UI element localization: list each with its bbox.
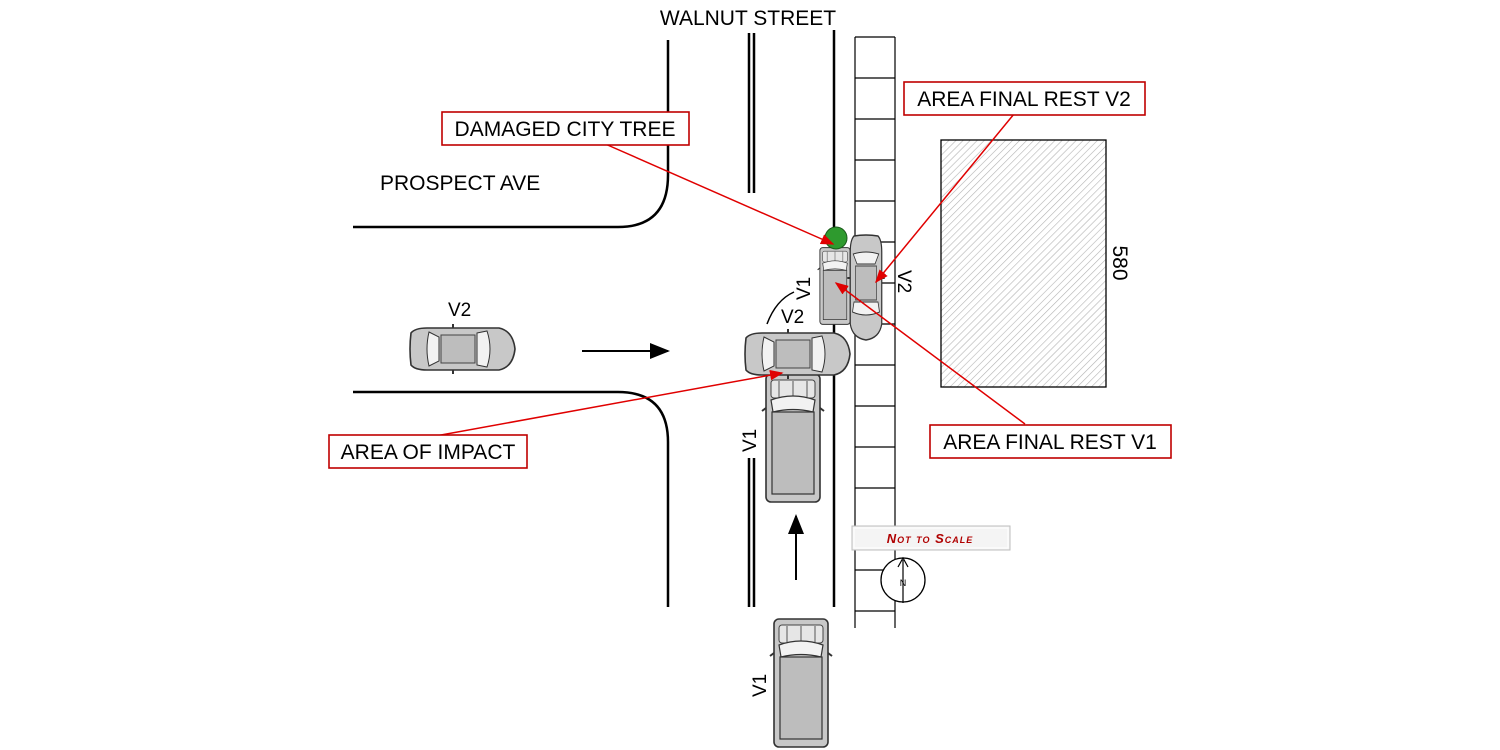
v2-approach-vehicle [409,323,516,375]
callout-rest-v1-text: AREA FINAL REST V1 [943,431,1157,454]
walnut-west-curb-south [353,390,670,607]
v1-final-rest-vehicle [817,247,853,325]
v2-label-final-rest: V2 [893,270,914,293]
damaged-tree-icon [824,226,848,250]
prospect-ave-label: PROSPECT AVE [380,172,540,195]
callout-rest-v2-text: AREA FINAL REST V2 [917,88,1131,111]
tree-leader [602,142,835,245]
building-number: 580 [1108,245,1131,280]
callout-tree-text: DAMAGED CITY TREE [455,118,676,141]
not-to-scale-badge: Not to Scale [851,525,1011,551]
callout-rest-v2: AREA FINAL REST V2 [903,81,1146,116]
v2-rotation-arc [766,291,795,325]
impact-leader [429,369,784,438]
callout-impact: AREA OF IMPACT [328,434,528,469]
v1-label-final-rest: V1 [794,277,815,300]
v2-final-rest-vehicle [846,234,886,341]
v1-impact-vehicle [761,373,825,503]
callout-impact-text: AREA OF IMPACT [341,441,516,464]
v1-label-impact: V1 [740,429,761,452]
v1-label-approach: V1 [750,674,771,697]
v2-impact-vehicle [744,328,851,380]
not-to-scale-text: Not to Scale [887,531,974,546]
callout-tree: DAMAGED CITY TREE [441,111,690,146]
walnut-west-curb-north [353,40,670,229]
rest-v2-leader [875,113,1015,284]
building-580 [940,139,1107,388]
v2-label-impact: V2 [781,307,804,328]
north-arrow-icon: N [880,556,926,603]
v2-label-approach: V2 [448,300,471,321]
v1-approach-vehicle [769,618,833,748]
leader-lines [429,113,1026,438]
rest-v1-leader [834,282,1026,425]
callout-rest-v1: AREA FINAL REST V1 [929,424,1172,459]
walnut-street-label: WALNUT STREET [660,7,836,30]
north-letter: N [900,578,907,588]
